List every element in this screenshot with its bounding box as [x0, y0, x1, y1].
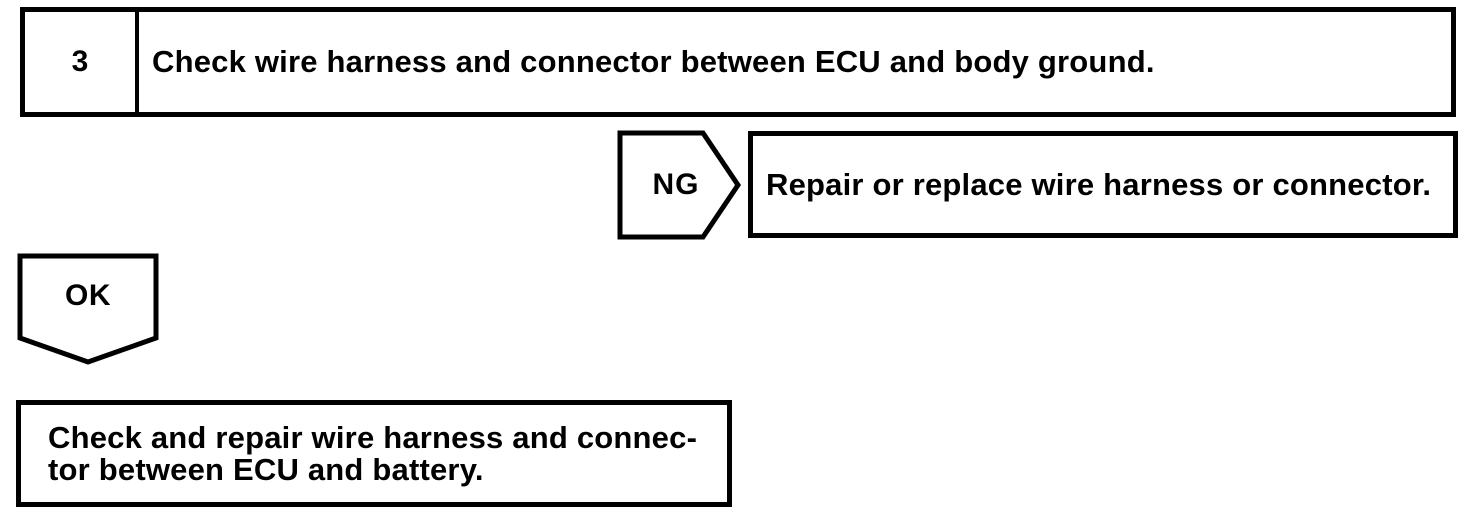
ok-branch-label: OK: [65, 279, 111, 312]
ok-action-text-line2: tor between ECU and battery.: [48, 451, 484, 487]
ng-action-text: Repair or replace wire harness or connec…: [766, 166, 1432, 202]
step-header-box: 3 Check wire harness and connector betwe…: [20, 7, 1456, 117]
step-title: Check wire harness and connector between…: [152, 44, 1155, 79]
ok-action-text-line1: Check and repair wire harness and connec…: [48, 419, 698, 455]
ng-arrow-pentagon-icon: [617, 130, 741, 240]
ok-arrow-pentagon-icon: [17, 253, 159, 365]
step-number: 3: [25, 12, 139, 112]
ok-action-box: Check and repair wire harness and connec…: [16, 400, 732, 507]
ng-branch-label: NG: [652, 168, 700, 201]
ng-action-box: Repair or replace wire harness or connec…: [748, 131, 1458, 238]
